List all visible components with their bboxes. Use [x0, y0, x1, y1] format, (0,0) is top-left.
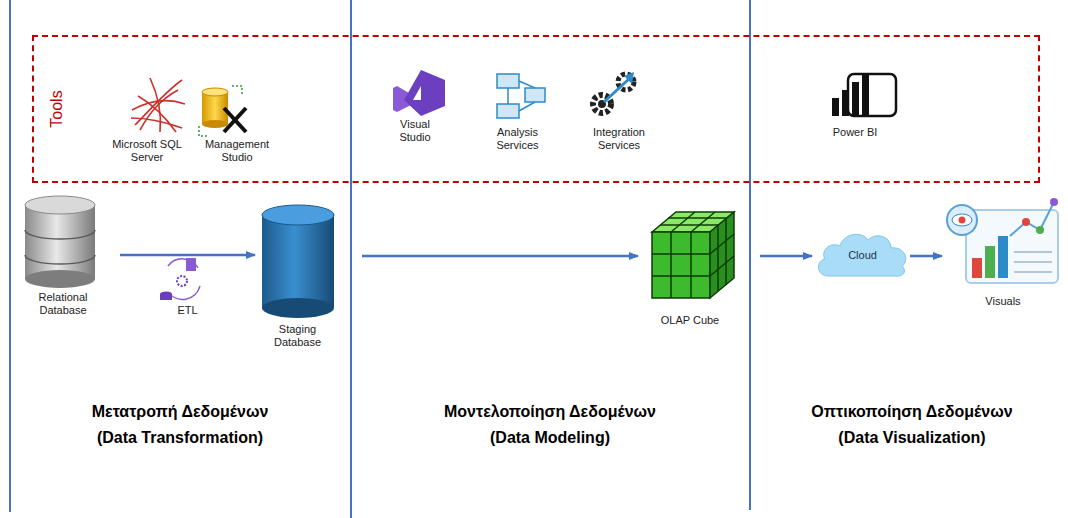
tools-heading: Tools — [47, 82, 67, 136]
column-separator — [749, 0, 751, 510]
tools-box: ToolsMicrosoft SQL Server Management Stud… — [32, 35, 1040, 183]
integration-services-icon — [593, 72, 634, 113]
flow-arrow — [120, 254, 255, 257]
sql-server-icon — [131, 78, 185, 132]
icon-node: Analysis Services — [485, 72, 550, 152]
column-heading: Μετατροπή Δεδομένων — [0, 402, 360, 422]
etl-icon — [160, 258, 200, 300]
flow-arrow — [760, 255, 812, 258]
column-heading: (Data Modeling) — [370, 428, 730, 448]
column-heading: (Data Transformation) — [0, 428, 360, 448]
icon-node: Integration Services — [583, 70, 655, 152]
node-label: Relational Database — [18, 291, 108, 317]
icon-node: Staging Database — [255, 205, 340, 349]
node-label: Microsoft SQL Server — [112, 138, 182, 164]
icon-node: Power BI — [820, 68, 890, 139]
visual-studio-icon — [393, 70, 445, 116]
node-label: Integration Services — [583, 126, 655, 152]
olap-cube-icon — [652, 212, 734, 298]
power-bi-icon — [832, 74, 896, 116]
flow-arrow — [910, 255, 942, 258]
management-studio-icon — [199, 86, 246, 136]
node-label: Management Studio — [202, 138, 272, 164]
icon-node: Relational Database — [18, 195, 108, 317]
edge-label: ETL — [158, 304, 218, 317]
node-label: Power BI — [820, 126, 890, 139]
staging-database-icon — [262, 205, 334, 318]
column-separator — [9, 0, 11, 512]
flow-arrow — [362, 255, 638, 258]
node-label: Analysis Services — [485, 126, 550, 152]
icon-node: Microsoft SQL Server — [112, 72, 182, 164]
column-heading: Οπτικοποίηση Δεδομένων — [732, 402, 1068, 422]
visuals-icon — [947, 198, 1058, 283]
node-label: Cloud — [848, 249, 877, 262]
icon-node: Management Studio — [202, 80, 272, 164]
icon-node: Visuals — [942, 195, 1064, 308]
relational-database-icon — [25, 196, 95, 288]
analysis-services-icon — [497, 74, 545, 118]
column-separator — [350, 0, 352, 518]
column-heading: (Data Visualization) — [732, 428, 1068, 448]
node-label: Visual Studio — [385, 118, 445, 144]
icon-node: Visual Studio — [385, 66, 445, 144]
icon-node: OLAP Cube — [640, 208, 740, 327]
cloud-shape: Cloud — [815, 228, 910, 278]
node-label: Staging Database — [255, 323, 340, 349]
column-heading: Μοντελοποίηση Δεδομένων — [370, 402, 730, 422]
node-label: OLAP Cube — [640, 314, 740, 327]
node-label: Visuals — [942, 295, 1064, 308]
